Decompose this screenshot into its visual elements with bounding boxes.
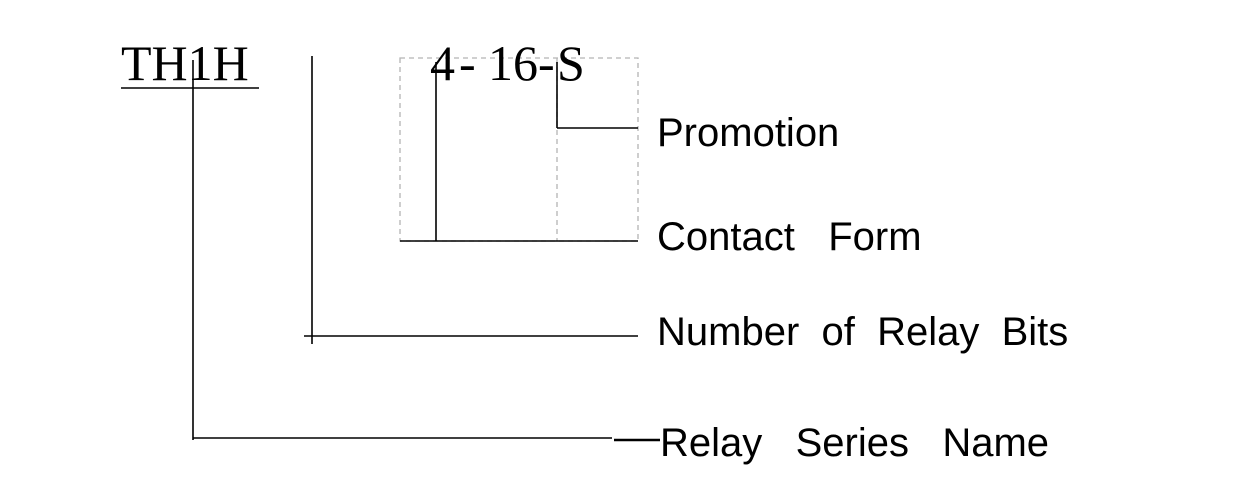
series-name-label: Relay Series Name — [660, 421, 1049, 465]
contact-form-label: Contact Form — [657, 215, 922, 259]
contact-code: 16 — [488, 35, 538, 91]
series-code: TH1H — [121, 35, 249, 91]
code-separator-2: - — [538, 35, 555, 91]
promotion-label: Promotion — [657, 111, 839, 155]
relay-bits-label: Number of Relay Bits — [657, 310, 1068, 354]
bits-code: 4 — [430, 35, 455, 91]
code-separator-1: - — [459, 35, 476, 91]
promotion-code: S — [557, 35, 585, 91]
